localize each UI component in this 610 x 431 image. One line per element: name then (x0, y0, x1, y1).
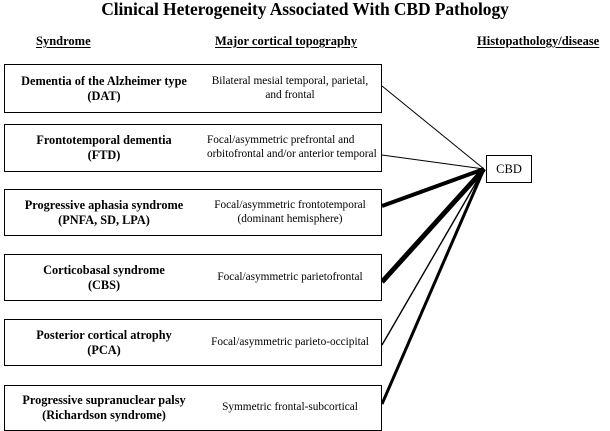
syndrome-row-pca: Posterior cortical atrophy (PCA) Focal/a… (4, 319, 382, 366)
syndrome-name-text: Frontotemporal dementia (36, 133, 172, 147)
syndrome-row-progressive-aphasia: Progressive aphasia syndrome (PNFA, SD, … (4, 189, 382, 236)
syndrome-name-text: Progressive supranuclear palsy (22, 393, 186, 407)
topography-progressive-aphasia: Focal/asymmetric frontotemporal (dominan… (201, 199, 381, 226)
connector-pca (381, 168, 485, 346)
topography-line-2: (dominant hemisphere) (237, 212, 343, 225)
syndrome-label-pca: Posterior cortical atrophy (PCA) (5, 328, 201, 358)
syndrome-row-ftd: Frontotemporal dementia (FTD) Focal/asym… (4, 124, 382, 172)
syndrome-label-progressive-aphasia: Progressive aphasia syndrome (PNFA, SD, … (5, 198, 201, 228)
topography-line-1: Focal/asymmetric parieto-occipital (211, 335, 369, 348)
syndrome-name-text: Dementia of the Alzheimer type (21, 73, 187, 88)
topography-cbs: Focal/asymmetric parietofrontal (201, 271, 381, 285)
syndrome-abbreviation-text: (PCA) (87, 342, 121, 357)
syndrome-row-dat: Dementia of the Alzheimer type (DAT) Bil… (4, 64, 382, 113)
syndrome-label-dat: Dementia of the Alzheimer type (DAT) (5, 74, 201, 104)
topography-line-1: Bilateral mesial temporal, parietal, (211, 74, 369, 87)
syndrome-row-psp: Progressive supranuclear palsy (Richards… (4, 385, 382, 431)
syndrome-label-cbs: Corticobasal syndrome (CBS) (5, 263, 201, 293)
syndrome-abbreviation-text: (PNFA, SD, LPA) (58, 212, 150, 227)
connector-ftd (381, 154, 485, 170)
topography-dat: Bilateral mesial temporal, parietal, and… (201, 75, 381, 102)
connector-dat (381, 85, 485, 170)
syndrome-name-text: Posterior cortical atrophy (36, 327, 172, 342)
cbd-node: CBD (486, 155, 532, 183)
column-header-topography: Major cortical topography (215, 34, 358, 48)
cbd-node-label: CBD (496, 161, 522, 176)
topography-line-1: Focal/asymmetric prefrontal and (207, 134, 355, 147)
connector-psp (380, 168, 486, 405)
topography-psp: Symmetric frontal-subcortical (201, 401, 381, 415)
topography-ftd: Focal/asymmetric prefrontal and orbitofr… (201, 134, 381, 161)
syndrome-abbreviation-text: (Richardson syndrome) (42, 408, 166, 422)
connector-pas (381, 167, 485, 208)
syndrome-label-psp: Progressive supranuclear palsy (Richards… (5, 393, 201, 423)
column-header-syndrome: Syndrome (36, 34, 91, 48)
connector-cbs (380, 167, 486, 284)
page-title: Clinical Heterogeneity Associated With C… (101, 0, 509, 19)
topography-pca: Focal/asymmetric parieto-occipital (201, 336, 381, 350)
syndrome-abbreviation-text: (FTD) (87, 148, 121, 162)
syndrome-abbreviation-text: (CBS) (87, 277, 121, 292)
column-header-histopathology: Histopathology/disease (477, 34, 600, 48)
topography-line-2: orbitofrontal and/or anterior temporal (207, 148, 377, 160)
topography-line-1: Focal/asymmetric frontotemporal (214, 198, 366, 211)
topography-line-2: and frontal (265, 88, 315, 101)
syndrome-abbreviation-text: (DAT) (87, 88, 121, 103)
topography-line-1: Symmetric frontal-subcortical (222, 401, 358, 414)
syndrome-row-cbs: Corticobasal syndrome (CBS) Focal/asymme… (4, 254, 382, 301)
syndrome-name-text: Progressive aphasia syndrome (24, 197, 184, 212)
topography-line-1: Focal/asymmetric parietofrontal (217, 270, 363, 283)
syndrome-name-text: Corticobasal syndrome (43, 262, 165, 277)
syndrome-label-ftd: Frontotemporal dementia (FTD) (5, 133, 201, 163)
